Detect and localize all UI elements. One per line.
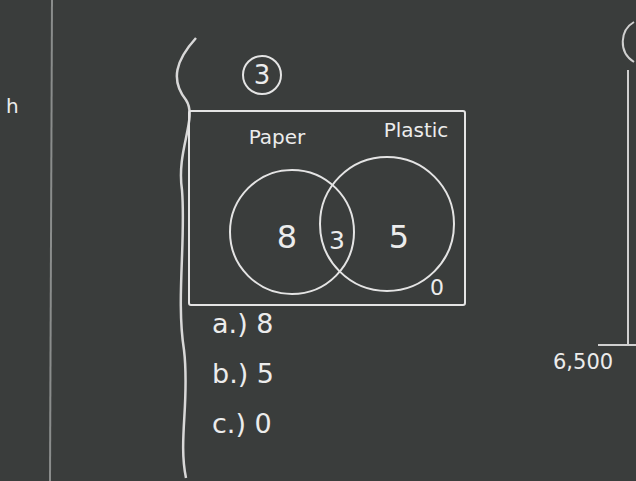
answer: b.) 5 xyxy=(212,360,274,387)
partial-bracket xyxy=(623,22,634,62)
answer: c.) 0 xyxy=(212,410,272,437)
problem-number-text: 3 xyxy=(254,62,271,88)
board-letter: h xyxy=(6,96,19,116)
board-number: 6,500 xyxy=(553,352,613,373)
region-count: 5 xyxy=(389,221,409,253)
answer: a.) 8 xyxy=(212,310,273,337)
board-line xyxy=(598,70,636,345)
circle-outline xyxy=(319,156,455,292)
universal-set: 0Paper8Plastic53 xyxy=(188,110,466,306)
outside-count: 0 xyxy=(430,277,444,299)
plastic-set: Plastic5 xyxy=(319,156,455,292)
set-label: Paper xyxy=(249,127,306,147)
intersection-count: 3 xyxy=(329,228,345,253)
problem-number: 3 xyxy=(242,55,282,95)
board-line xyxy=(50,0,52,481)
region-count: 8 xyxy=(277,221,297,253)
divider-curve xyxy=(177,38,196,478)
set-label: Plastic xyxy=(384,120,449,140)
